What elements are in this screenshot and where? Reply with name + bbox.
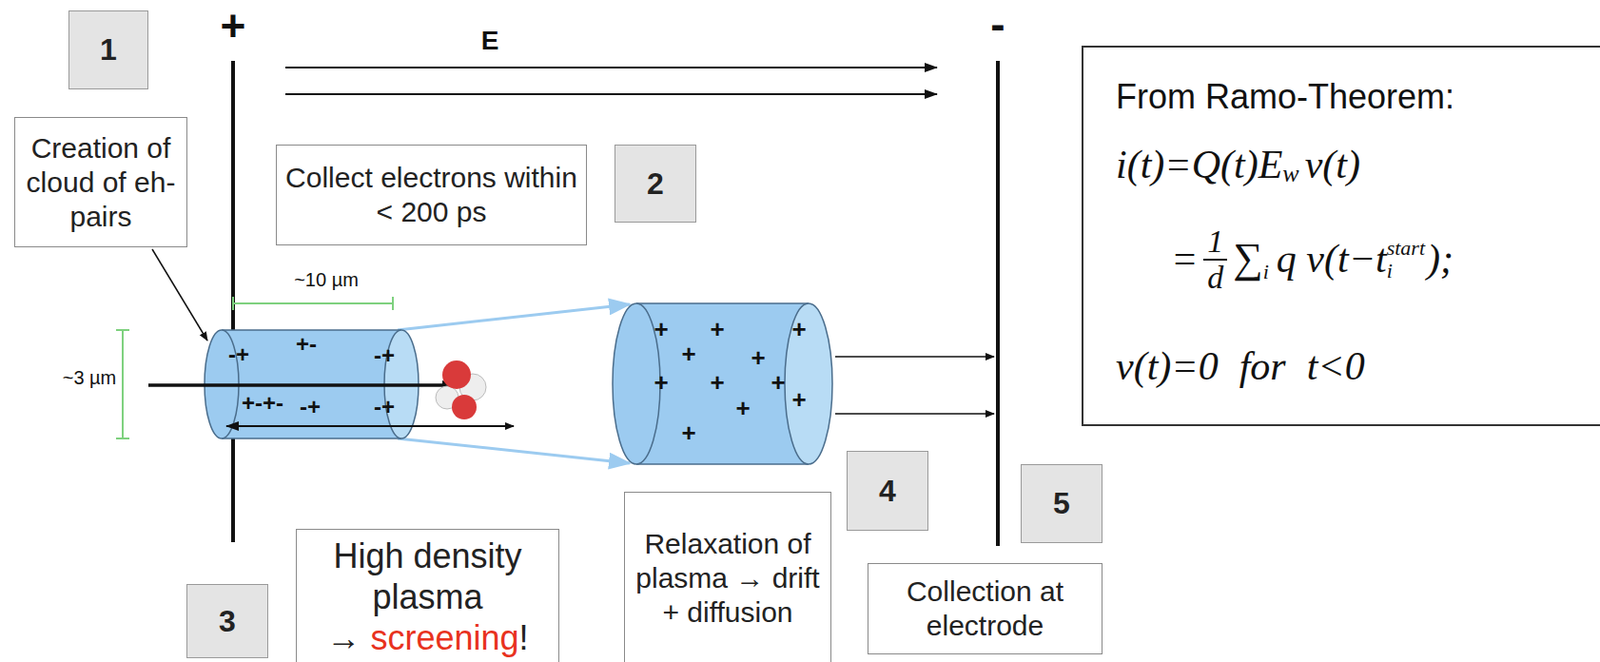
charge-sign: + [750, 345, 765, 371]
fraction-denominator: d [1203, 258, 1228, 295]
charge-sign: + [681, 341, 696, 367]
box-text: Creation of cloud of eh-pairs [22, 131, 179, 235]
box-text: Collect electrons within < 200 ps [284, 160, 579, 230]
formula-superscript: start [1386, 236, 1425, 260]
callout-number: 3 [186, 584, 269, 659]
sum-wrap: ∑i [1232, 234, 1269, 285]
electrode-sign: + [220, 3, 247, 48]
field-arrow [285, 93, 937, 96]
dimension-label: ~3 µm [62, 368, 118, 388]
charge-sign: + [791, 316, 806, 342]
field-arrow [285, 66, 937, 69]
callout-number: 1 [68, 10, 149, 90]
shape-part [636, 302, 809, 305]
charge-sign: +- [295, 332, 317, 356]
relaxed-cylinder [612, 303, 833, 465]
cathode-plate [995, 60, 1000, 547]
charge-sign: + [653, 370, 668, 395]
formula-subscript: w [1282, 158, 1299, 189]
note-box: Creation of cloud of eh-pairs [14, 117, 188, 248]
formula-subscript: i [1386, 259, 1425, 283]
charge-sign: + [681, 420, 696, 446]
electrode-sign: - [990, 1, 1005, 46]
sum-index: i [1263, 259, 1269, 285]
note-box: High density plasma→screening! [295, 528, 560, 662]
sum-symbol: ∑ [1232, 234, 1263, 285]
field-label: E [481, 27, 500, 55]
note-box: Relaxation of plasma → drift + diffusion [624, 491, 832, 662]
dimension-line [121, 330, 124, 439]
note-box: Collect electrons within < 200 ps [275, 144, 587, 246]
callout-number: 2 [614, 144, 697, 223]
formula-line: i(t)=Q(t)Ewv(t) [1115, 140, 1361, 189]
collection-arrow [835, 412, 995, 415]
box-text: 4 [878, 472, 897, 509]
fraction-numerator: 1 [1207, 224, 1224, 259]
charge-sign: -+ [373, 395, 395, 419]
charge-sign: -+ [299, 395, 321, 419]
shape-part [636, 463, 809, 466]
charge-sign: -+ [373, 344, 395, 368]
dimension-tick [116, 329, 130, 332]
box-text: High density plasma [304, 535, 551, 618]
formula-text: v(t)=0 [1115, 342, 1219, 391]
particle-track [148, 383, 455, 388]
formula-line: v(t)=0 for t<0 [1115, 342, 1366, 391]
shape-part [221, 437, 402, 440]
shape-part [221, 329, 402, 332]
dimension-tick [391, 296, 394, 311]
shape-part [784, 303, 833, 465]
fraction: 1d [1203, 224, 1228, 294]
expansion-arrow [397, 304, 630, 331]
box-text: Relaxation of plasma → drift + diffusion [632, 526, 823, 630]
formula-text: for [1239, 342, 1287, 391]
index-stack: starti [1386, 236, 1425, 283]
formula-text: = [1170, 234, 1198, 283]
formula-heading: From Ramo-Theorem: [1115, 76, 1455, 118]
highlight-text: screening [370, 618, 519, 658]
expansion-arrow [397, 438, 630, 464]
callout-number: 4 [846, 450, 929, 531]
formula-text: q v(t−t [1276, 234, 1387, 283]
leader-line [152, 249, 208, 341]
dimension-line [233, 302, 393, 305]
shape-part [612, 303, 661, 465]
box-text: 1 [99, 31, 118, 68]
shape-part [451, 394, 477, 420]
charge-sign: + [709, 370, 724, 395]
charge-sign: +-+- [241, 391, 284, 415]
dimension-tick [232, 296, 235, 311]
shape-part [636, 303, 809, 465]
formula-text: ); [1426, 234, 1454, 283]
charge-sign: -+ [228, 343, 250, 367]
formula-box: From Ramo-Theorem:i(t)=Q(t)Ewv(t)=1d∑iq … [1081, 45, 1600, 427]
water-molecule [435, 360, 487, 420]
drift-arrow [226, 425, 514, 428]
box-text: → [326, 618, 361, 658]
box-text: 3 [218, 603, 236, 640]
charge-sign: + [653, 316, 668, 342]
formula-text: t<0 [1307, 342, 1366, 391]
box-line: →screening! [326, 617, 528, 659]
shape-part [442, 360, 471, 390]
box-text: ! [519, 618, 529, 658]
collection-arrow [835, 355, 995, 358]
formula-line: =1d∑iq v(t−tstarti); [1170, 224, 1454, 294]
charge-sign: + [791, 387, 806, 412]
charge-sign: + [770, 370, 785, 395]
dimension-tick [116, 437, 130, 440]
dimension-label: ~10 µm [293, 270, 359, 290]
box-text: 5 [1053, 485, 1071, 522]
formula-text: i(t)=Q(t)E [1115, 140, 1283, 189]
box-text: Collection at electrode [876, 574, 1094, 644]
anode-plate [231, 60, 235, 543]
charge-sign: + [735, 395, 750, 421]
formula-text: v(t) [1305, 140, 1361, 189]
box-text: 2 [646, 165, 664, 202]
charge-sign: + [709, 316, 724, 342]
note-box: Collection at electrode [867, 563, 1103, 655]
callout-number: 5 [1020, 464, 1103, 544]
